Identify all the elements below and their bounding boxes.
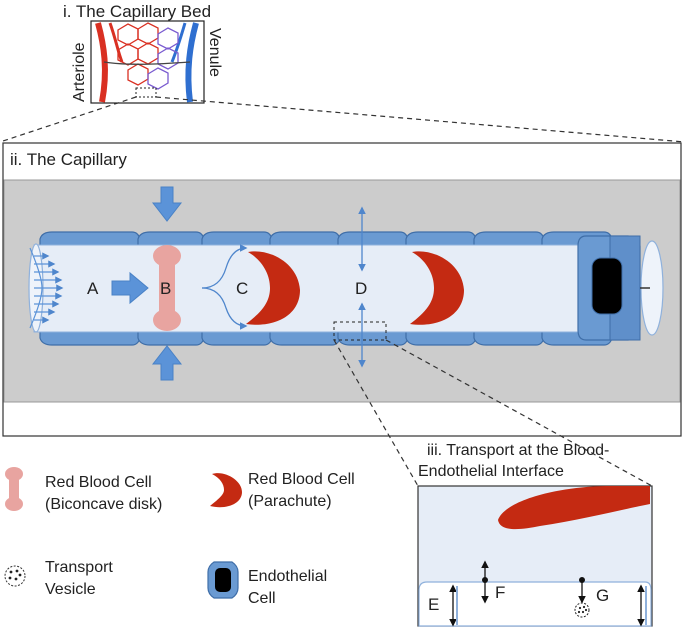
molecule-dot-f: [482, 577, 488, 583]
legend-rbc-biconcave-icon: [5, 467, 23, 511]
legend-endothelial-line2: Cell: [248, 590, 276, 607]
zoom-line-interface-left: [333, 339, 419, 487]
endothelial-nucleus: [591, 257, 623, 315]
streamline-arrows: [201, 244, 248, 330]
legend-vesicle-line2: Vesicle: [45, 581, 96, 598]
legend-vesicle-line1: Transport: [45, 559, 113, 576]
endothelial-surface: [418, 581, 652, 627]
capillary-bed-title: i. The Capillary Bed: [63, 2, 211, 21]
legend-rbc-biconcave-line2: (Biconcave disk): [45, 496, 162, 513]
endothelial-lining: [39, 231, 613, 346]
capillary-panel: ii. The Capillary: [2, 142, 682, 437]
arteriole-label: Arteriole: [71, 42, 88, 102]
endothelial-ring-side: [609, 235, 641, 341]
interface-title-line2: Endothelial Interface: [418, 463, 564, 480]
capillary-bed-panel: i. The Capillary Bed Arteriole Venule: [63, 2, 223, 104]
vesicle-contents: [577, 605, 588, 614]
thoroughfare-channel: [103, 61, 191, 65]
rbc-parachute: [410, 251, 464, 325]
compression-arrow-bottom: [151, 345, 183, 381]
legend-rbc-parachute-line2: (Parachute): [248, 493, 332, 510]
interface-panel: iii. Transport at the Blood- Endothelial…: [417, 442, 653, 627]
zoom-box-capillary: [333, 321, 387, 341]
venule-branch: [170, 22, 187, 63]
marker-e: E: [428, 595, 439, 614]
legend: Red Blood Cell (Biconcave disk) Red Bloo…: [4, 467, 355, 607]
marker-b: B: [160, 279, 171, 298]
legend-endothelial-line1: Endothelial: [248, 568, 327, 585]
rbc-biconcave-deformed: [153, 245, 181, 331]
rbc-parachute-closeup: [498, 486, 650, 530]
zoom-line-interface-right: [385, 339, 653, 487]
interface-title-line1: iii. Transport at the Blood-: [427, 442, 609, 459]
legend-vesicle-icon: [4, 565, 26, 587]
marker-c: C: [236, 279, 248, 298]
venule-label: Venule: [206, 28, 223, 77]
transport-vesicle-closeup: [574, 602, 590, 618]
marker-g: G: [596, 586, 609, 605]
legend-rbc-biconcave-line1: Red Blood Cell: [45, 474, 152, 491]
flow-profile-arrows: [29, 247, 64, 329]
legend-endothelial-nucleus: [215, 568, 231, 592]
marker-d: D: [355, 279, 367, 298]
arteriole-branch: [108, 22, 124, 63]
capillary-title: ii. The Capillary: [10, 150, 127, 169]
zoom-line-right: [155, 96, 685, 143]
zoom-box-bed: [135, 87, 157, 98]
flow-arrow: [111, 271, 149, 305]
marker-f: F: [495, 583, 505, 602]
legend-rbc-parachute-icon: [210, 473, 242, 508]
legend-vesicle-contents: [8, 569, 22, 581]
compression-arrow-top: [151, 186, 183, 222]
rbc-parachute: [246, 251, 300, 325]
legend-rbc-parachute-line1: Red Blood Cell: [248, 471, 355, 488]
zoom-line-left: [0, 96, 137, 143]
arteriole-vessel: [95, 22, 108, 103]
marker-a: A: [87, 279, 99, 298]
venule-vessel: [185, 22, 199, 103]
